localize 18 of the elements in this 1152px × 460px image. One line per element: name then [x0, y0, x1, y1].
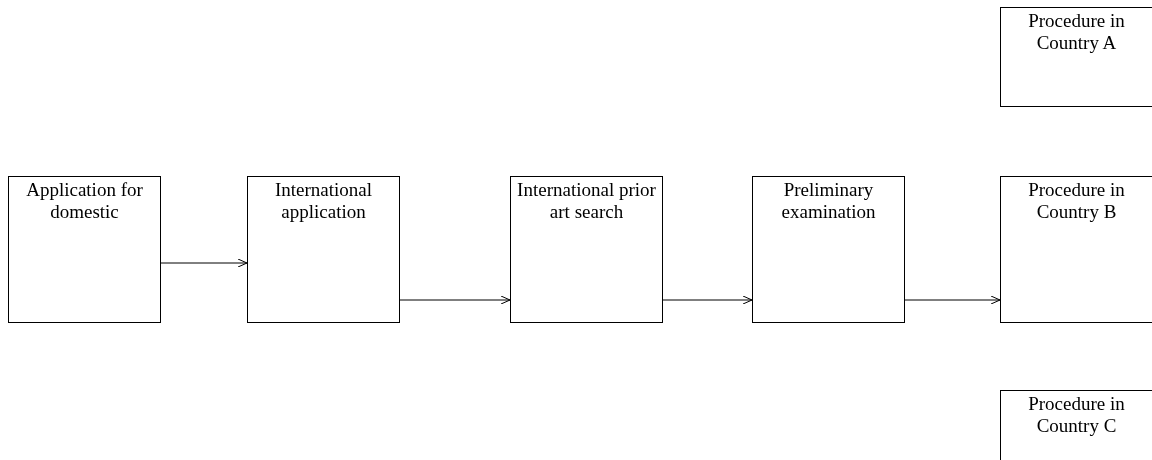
box-label: Procedure in Country A	[1027, 10, 1126, 54]
arrow	[662, 295, 753, 305]
process-box	[1000, 390, 1152, 460]
process-box	[752, 176, 905, 323]
process-box	[1000, 7, 1152, 107]
box-label: International application	[273, 179, 374, 223]
box-label: Application for domestic	[25, 179, 144, 223]
box-label: Procedure in Country B	[1027, 179, 1126, 223]
arrow	[399, 295, 511, 305]
box-label: Preliminary examination	[780, 179, 877, 223]
arrow	[904, 295, 1001, 305]
process-box	[1000, 176, 1152, 323]
process-box	[8, 176, 161, 323]
process-box	[247, 176, 400, 323]
box-label: Procedure in Country C	[1027, 393, 1126, 437]
arrow	[160, 258, 248, 268]
process-box	[510, 176, 663, 323]
box-label: International prior art search	[516, 179, 657, 223]
